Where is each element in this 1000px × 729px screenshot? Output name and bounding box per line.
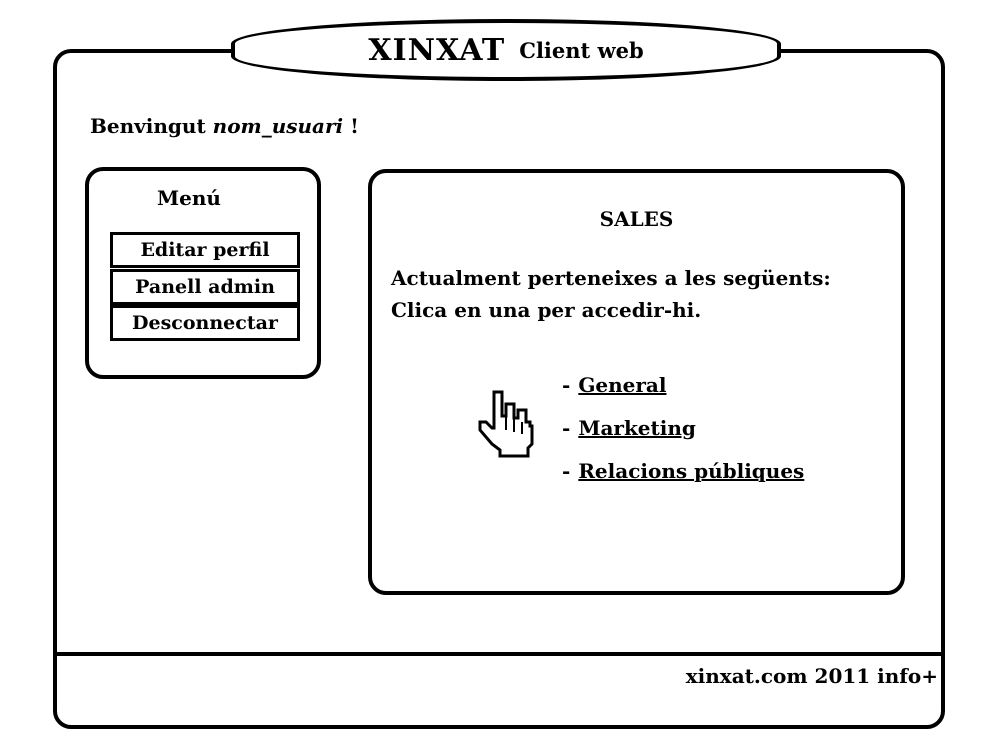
app-brand: XINXAT bbox=[368, 32, 506, 68]
welcome-message: Benvingut nom_usuari ! bbox=[90, 114, 359, 138]
rooms-instruction-line: Clica en una per accedir-hi. bbox=[391, 298, 702, 322]
rooms-title: SALES bbox=[599, 207, 674, 231]
list-item: - Relacions públiques bbox=[562, 449, 804, 492]
logout-button[interactable]: Desconnectar bbox=[110, 305, 300, 341]
menu-title: Menú bbox=[157, 186, 221, 210]
welcome-prefix: Benvingut bbox=[90, 114, 206, 138]
app-subtitle: Client web bbox=[519, 37, 644, 63]
app-title-banner: XINXAT Client web bbox=[231, 19, 781, 81]
welcome-suffix: ! bbox=[350, 114, 359, 138]
rooms-intro-line: Actualment perteneixes a les següents: bbox=[391, 266, 831, 290]
list-bullet: - bbox=[562, 372, 571, 397]
menu-panel: Menú Editar perfil Panell admin Desconne… bbox=[85, 167, 321, 379]
list-item: - General bbox=[562, 363, 804, 406]
room-link-general[interactable]: General bbox=[578, 372, 667, 397]
hand-pointer-icon bbox=[478, 390, 534, 458]
list-bullet: - bbox=[562, 458, 571, 483]
list-item: - Marketing bbox=[562, 406, 804, 449]
edit-profile-button[interactable]: Editar perfil bbox=[110, 232, 300, 268]
room-link-public-relations[interactable]: Relacions públiques bbox=[578, 458, 805, 483]
rooms-panel: SALES Actualment perteneixes a les següe… bbox=[368, 169, 905, 595]
list-bullet: - bbox=[562, 415, 571, 440]
footer-text: xinxat.com 2011 info+ bbox=[685, 664, 938, 688]
username: nom_usuari bbox=[212, 114, 344, 138]
room-link-marketing[interactable]: Marketing bbox=[578, 415, 696, 440]
footer-divider bbox=[53, 652, 945, 656]
rooms-list: - General - Marketing - Relacions públiq… bbox=[562, 363, 804, 492]
admin-panel-button[interactable]: Panell admin bbox=[110, 269, 300, 305]
